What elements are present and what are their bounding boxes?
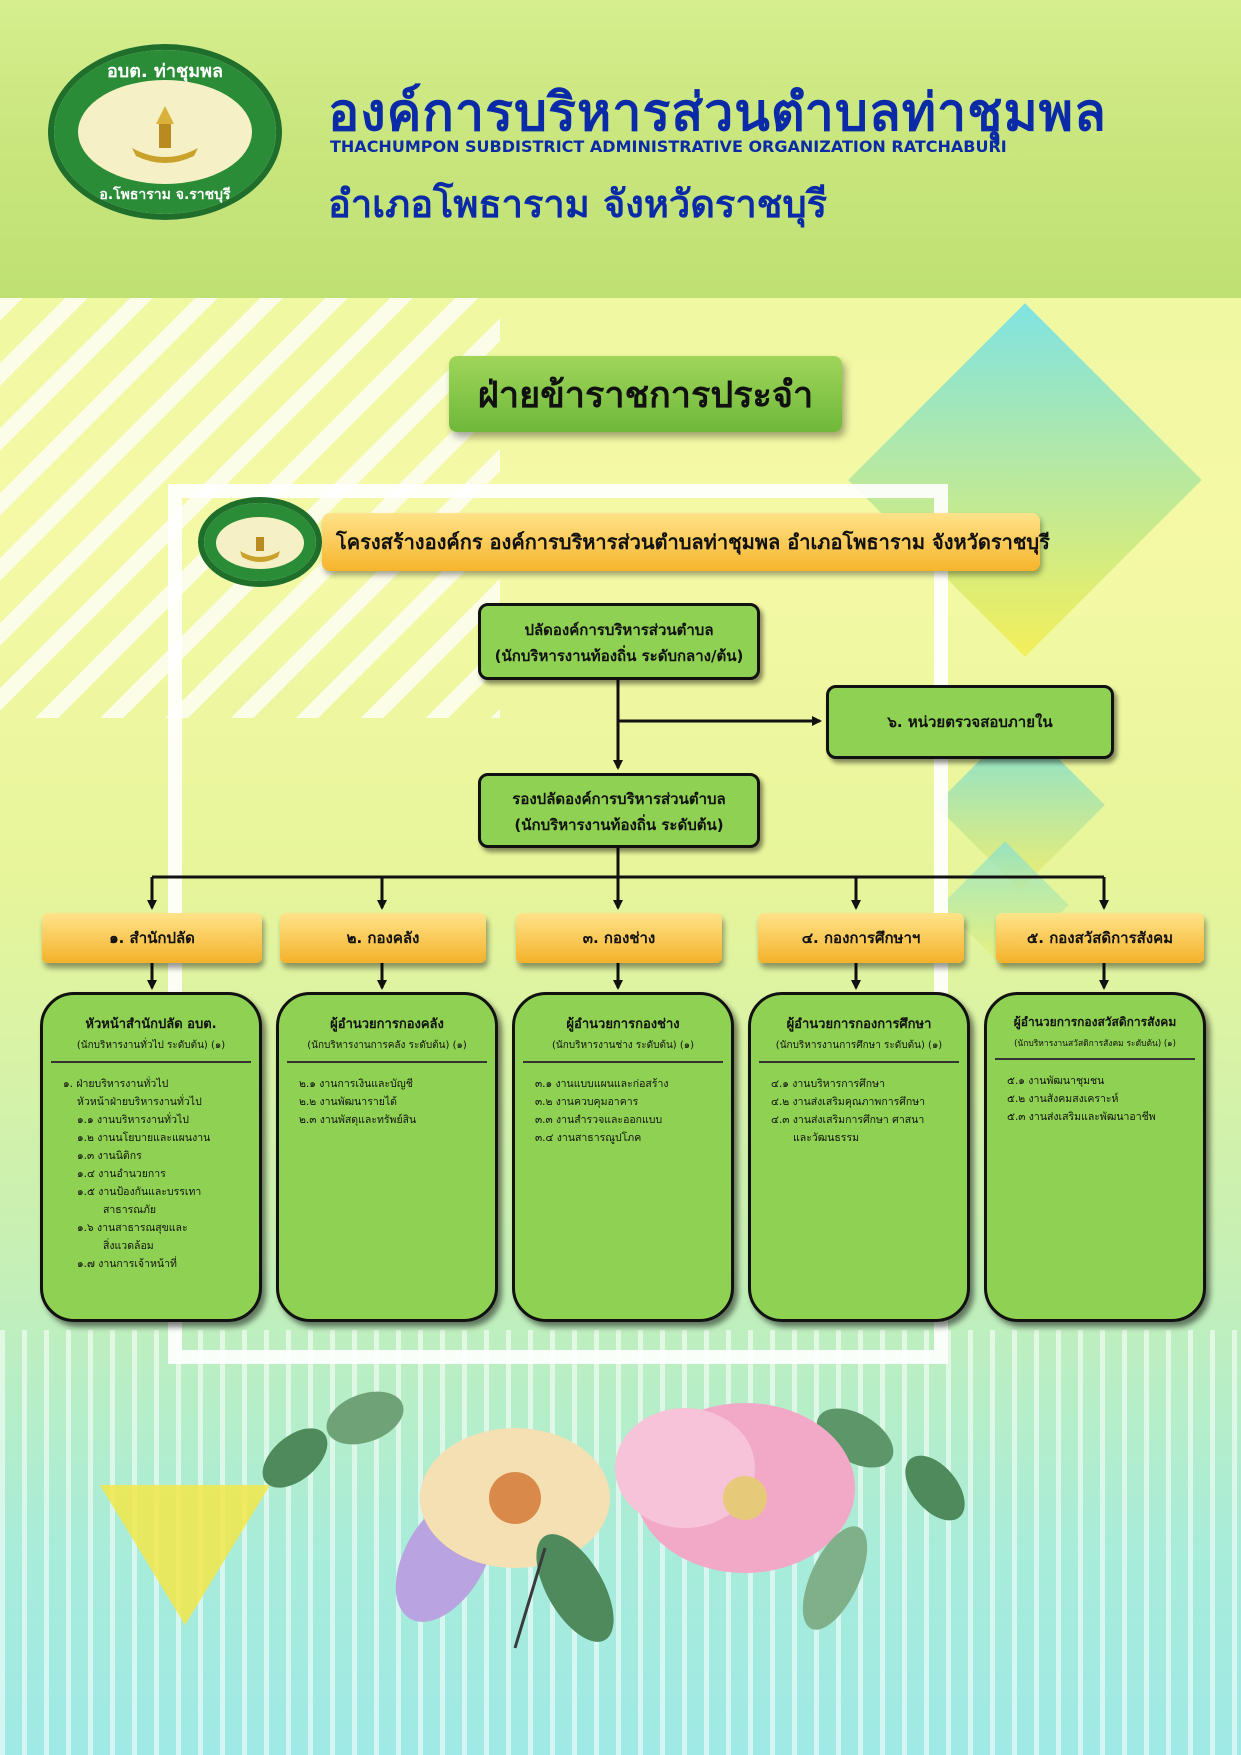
- department-card-engineering: ผู้อำนวยการกองช่าง (นักบริหารงานช่าง ระด…: [512, 992, 734, 1322]
- task-item: ๒.๑ งานการเงินและบัญชี: [299, 1078, 413, 1090]
- task-item: ๕.๑ งานพัฒนาชุมชน: [1007, 1075, 1105, 1087]
- department-label: ๕. กองสวัสดิการสังคม: [996, 913, 1204, 963]
- flower-decoration: [262, 1391, 965, 1649]
- card-head-rank: (นักบริหารงานสวัสดิการสังคม ระดับต้น) (๑…: [995, 1036, 1195, 1060]
- task-item: ๑.๓ งานนิติกร: [77, 1150, 142, 1162]
- deputy-administrator-box: รองปลัดองค์การบริหารส่วนตำบล (นักบริหารง…: [478, 773, 760, 848]
- card-head: ผู้อำนวยการกองการศึกษา: [786, 1017, 932, 1032]
- card-head-rank: (นักบริหารงานทั่วไป ระดับต้น) (๑): [51, 1038, 251, 1063]
- task-item: ๑.๖ งานสาธารณสุขและ: [77, 1222, 188, 1234]
- card-head: ผู้อำนวยการกองคลัง: [330, 1017, 444, 1032]
- organization-logo: อบต. ท่าชุมพล อ.โพธาราม จ.ราชบุรี: [48, 44, 282, 220]
- task-item: ๔.๓ งานส่งเสริมการศึกษา ศาสนา: [771, 1114, 925, 1126]
- card-head: หัวหน้าสำนักปลัด อบต.: [85, 1017, 217, 1032]
- internal-audit-label: ๖. หน่วยตรวจสอบภายใน: [887, 713, 1053, 731]
- task-item: ๓.๓ งานสำรวจและออกแบบ: [535, 1114, 663, 1126]
- task-item: หัวหน้าฝ่ายบริหารงานทั่วไป: [77, 1096, 202, 1108]
- chief-subtitle: (นักบริหารงานท้องถิ่น ระดับกลาง/ต้น): [494, 647, 744, 665]
- task-item: ๔.๒ งานส่งเสริมคุณภาพการศึกษา: [771, 1096, 926, 1108]
- task-item: ๕.๒ งานสังคมสงเคราะห์: [1007, 1093, 1119, 1105]
- task-item: ๑. ฝ่ายบริหารงานทั่วไป: [63, 1078, 169, 1090]
- task-item: ๓.๒ งานควบคุมอาคาร: [535, 1096, 639, 1108]
- task-item: ๑.๒ งานนโยบายและแผนงาน: [77, 1132, 211, 1144]
- task-item: ๕.๓ งานส่งเสริมและพัฒนาอาชีพ: [1007, 1111, 1156, 1123]
- organization-title: องค์การบริหารส่วนตำบลท่าชุมพล: [328, 82, 1107, 143]
- card-head: ผู้อำนวยการกองช่าง: [566, 1017, 680, 1032]
- department-card-social-welfare: ผู้อำนวยการกองสวัสดิการสังคม (นักบริหารง…: [984, 992, 1206, 1322]
- deputy-title: รองปลัดองค์การบริหารส่วนตำบล: [512, 790, 726, 808]
- task-item: สาธารณภัย: [103, 1204, 157, 1216]
- task-item: สิ่งแวดล้อม: [103, 1240, 154, 1252]
- boat-emblem-icon: [132, 106, 198, 163]
- task-list: ๑. ฝ่ายบริหารงานทั่วไป หัวหน้าฝ่ายบริหาร…: [51, 1075, 251, 1273]
- department-card-finance: ผู้อำนวยการกองคลัง (นักบริหารงานการคลัง …: [276, 992, 498, 1322]
- department-label: ๑. สำนักปลัด: [42, 913, 262, 963]
- logo-top-text: อบต. ท่าชุมพล: [107, 61, 223, 82]
- task-item: ๑.๑ งานบริหารงานทั่วไป: [77, 1114, 189, 1126]
- department-label: ๓. กองช่าง: [516, 913, 722, 963]
- chief-administrator-box: ปลัดองค์การบริหารส่วนตำบล (นักบริหารงานท…: [478, 603, 760, 680]
- logo-bottom-text: อ.โพธาราม จ.ราชบุรี: [99, 187, 231, 203]
- boat-emblem-icon: [240, 537, 280, 562]
- card-head-rank: (นักบริหารงานช่าง ระดับต้น) (๑): [523, 1038, 723, 1063]
- deputy-subtitle: (นักบริหารงานท้องถิ่น ระดับต้น): [514, 816, 724, 834]
- task-item: ๑.๕ งานป้องกันและบรรเทา: [77, 1186, 202, 1198]
- card-head: ผู้อำนวยการกองสวัสดิการสังคม: [1013, 1015, 1177, 1029]
- department-card-education: ผู้อำนวยการกองการศึกษา (นักบริหารงานการศ…: [748, 992, 970, 1322]
- department-card-office: หัวหน้าสำนักปลัด อบต. (นักบริหารงานทั่วไ…: [40, 992, 262, 1322]
- district-province-title: อำเภอโพธาราม จังหวัดราชบุรี: [328, 181, 827, 226]
- internal-audit-box: ๖. หน่วยตรวจสอบภายใน: [826, 685, 1114, 759]
- task-item: และวัฒนธรรม: [793, 1132, 860, 1144]
- task-list: ๓.๑ งานแบบแผนและก่อสร้าง ๓.๒ งานควบคุมอา…: [523, 1075, 723, 1147]
- task-item: ๓.๔ งานสาธารณูปโภค: [535, 1132, 642, 1144]
- task-item: ๒.๓ งานพัสดุและทรัพย์สิน: [299, 1114, 417, 1126]
- department-label: ๒. กองคลัง: [280, 913, 486, 963]
- task-item: ๓.๑ งานแบบแผนและก่อสร้าง: [535, 1078, 669, 1090]
- task-item: ๑.๔ งานอำนวยการ: [77, 1168, 166, 1180]
- chief-title: ปลัดองค์การบริหารส่วนตำบล: [524, 621, 714, 639]
- structure-banner: โครงสร้างองค์กร องค์การบริหารส่วนตำบลท่า…: [322, 513, 1050, 571]
- task-item: ๔.๑ งานบริหารการศึกษา: [771, 1078, 885, 1090]
- task-list: ๕.๑ งานพัฒนาชุมชน ๕.๒ งานสังคมสงเคราะห์ …: [995, 1072, 1195, 1126]
- organization-title-english: THACHUMPON SUBDISTRICT ADMINISTRATIVE OR…: [330, 137, 1007, 156]
- section-title: ฝ่ายข้าราชการประจำ: [449, 356, 842, 432]
- department-label: ๔. กองการศึกษาฯ: [758, 913, 964, 963]
- banner-logo: [198, 497, 322, 587]
- task-item: ๑.๗ งานการเจ้าหน้าที่: [77, 1258, 177, 1270]
- task-list: ๔.๑ งานบริหารการศึกษา ๔.๒ งานส่งเสริมคุณ…: [759, 1075, 959, 1147]
- task-list: ๒.๑ งานการเงินและบัญชี ๒.๒ งานพัฒนารายได…: [287, 1075, 487, 1129]
- yellow-triangle-decoration: [100, 1485, 270, 1625]
- card-head-rank: (นักบริหารงานการคลัง ระดับต้น) (๑): [287, 1038, 487, 1063]
- task-item: ๒.๒ งานพัฒนารายได้: [299, 1096, 397, 1108]
- card-head-rank: (นักบริหารงานการศึกษา ระดับต้น) (๑): [759, 1038, 959, 1063]
